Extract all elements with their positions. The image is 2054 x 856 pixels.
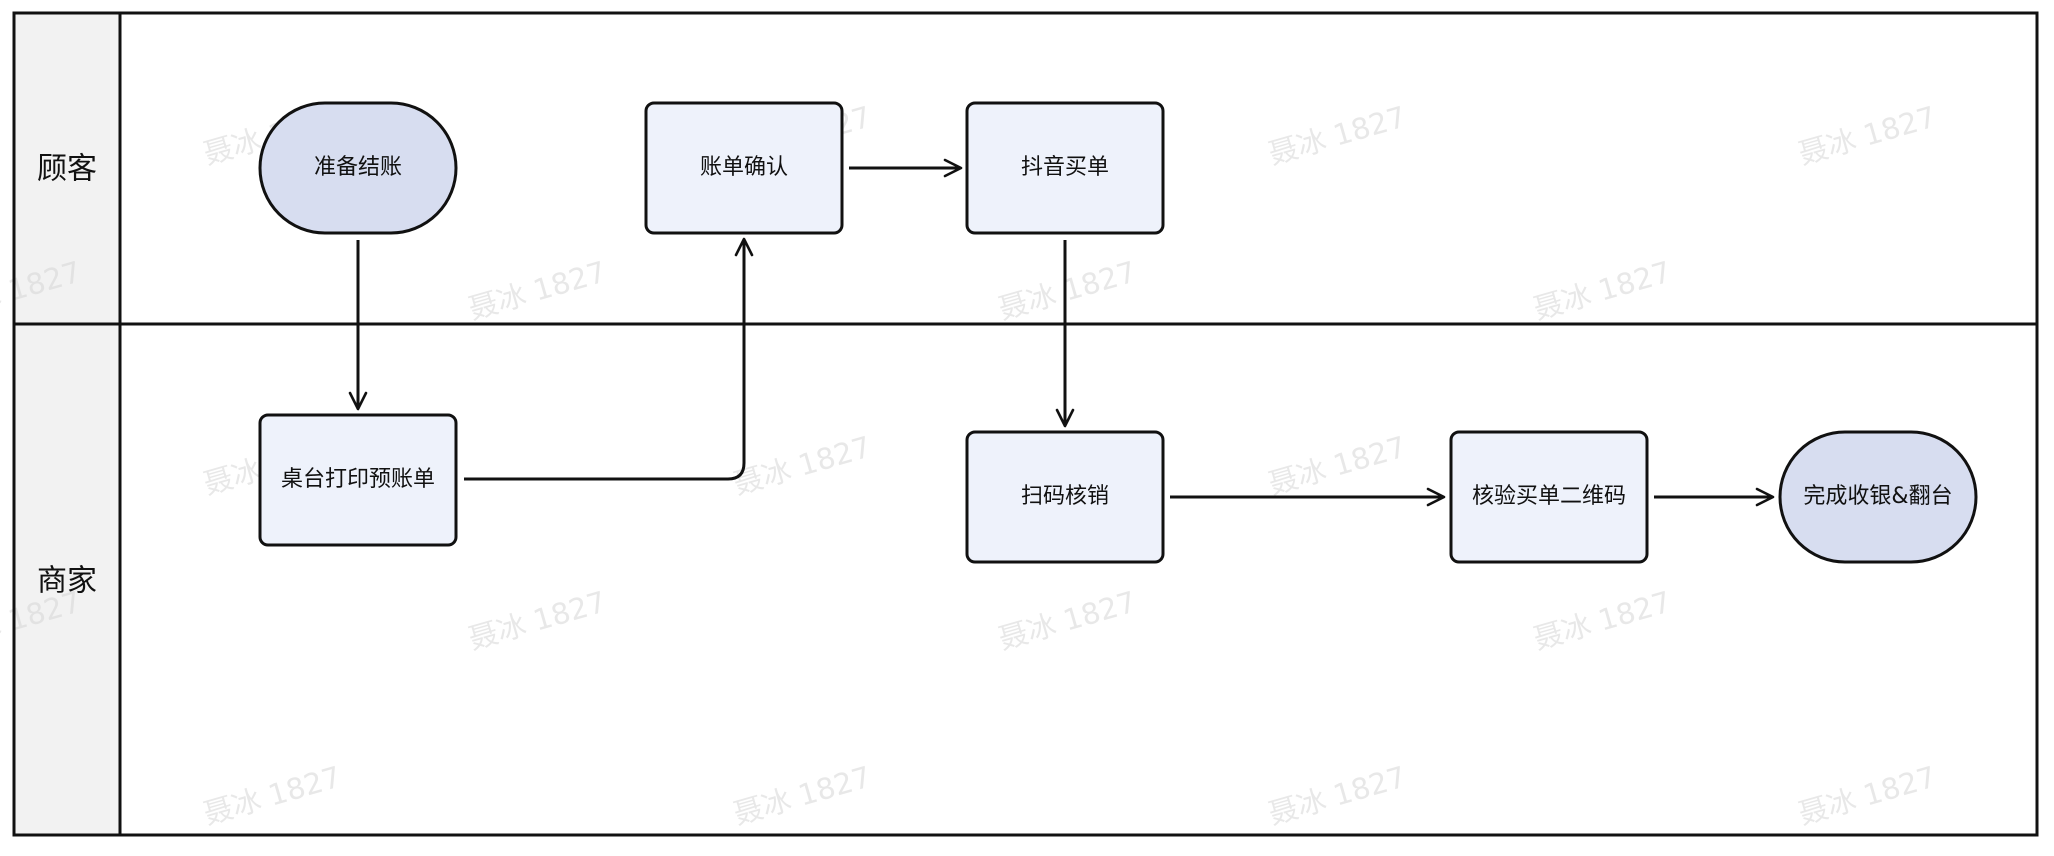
node-label: 扫码核销: [1021, 484, 1109, 509]
node-finish: 完成收银&翻台: [1778, 430, 1978, 564]
watermark-text: 聂冰 1827: [465, 585, 610, 657]
process-shape: [965, 430, 1165, 564]
process-shape: [965, 101, 1165, 235]
watermark-text: 聂冰 1827: [730, 430, 875, 502]
terminal-shape: [258, 101, 458, 235]
watermark-text: 聂冰 1827: [1265, 430, 1410, 502]
connectors: [348, 158, 1775, 507]
node-label: 桌台打印预账单: [281, 467, 435, 492]
watermark-text: 聂冰 1827: [1265, 760, 1410, 832]
node-verify-qr: 核验买单二维码: [1449, 430, 1649, 564]
node-prepare-checkout: 准备结账: [258, 101, 458, 235]
watermark-text: 聂冰 1827: [1795, 100, 1940, 172]
watermark-text: 聂冰 1827: [730, 760, 875, 832]
watermark-text: 聂冰 1827: [1265, 100, 1410, 172]
watermark-text: 聂冰 1827: [200, 760, 345, 832]
process-shape: [258, 413, 458, 547]
watermark-text: 聂冰 1827: [995, 585, 1140, 657]
process-shape: [644, 101, 844, 235]
pool-border: [12, 11, 2039, 837]
node-scan-verify: 扫码核销: [965, 430, 1165, 564]
edge-print-to-confirm: [464, 237, 754, 481]
node-douyin-pay: 抖音买单: [965, 101, 1165, 235]
watermark-text: 聂冰 1827: [1530, 255, 1675, 327]
watermark-text: 聂冰 1827: [995, 255, 1140, 327]
node-confirm-bill: 账单确认: [644, 101, 844, 235]
node-label: 抖音买单: [1021, 155, 1109, 180]
node-label: 完成收银&翻台: [1803, 484, 1952, 509]
watermark-text: 聂冰 1827: [1530, 585, 1675, 657]
terminal-shape: [1778, 430, 1978, 564]
lane-title-customer: 顾客: [37, 152, 97, 187]
lane-header-merchant: [14, 324, 120, 835]
lane-title-merchant: 商家: [37, 564, 97, 599]
watermark-text: 聂冰 1827: [1795, 760, 1940, 832]
process-shape: [1449, 430, 1649, 564]
node-label: 准备结账: [314, 155, 402, 180]
node-label: 核验买单二维码: [1472, 484, 1626, 509]
watermark-text: 聂冰 1827: [465, 255, 610, 327]
node-print-prebill: 桌台打印预账单: [258, 413, 458, 547]
lane-header-customer: [14, 13, 120, 324]
node-label: 账单确认: [700, 155, 788, 180]
